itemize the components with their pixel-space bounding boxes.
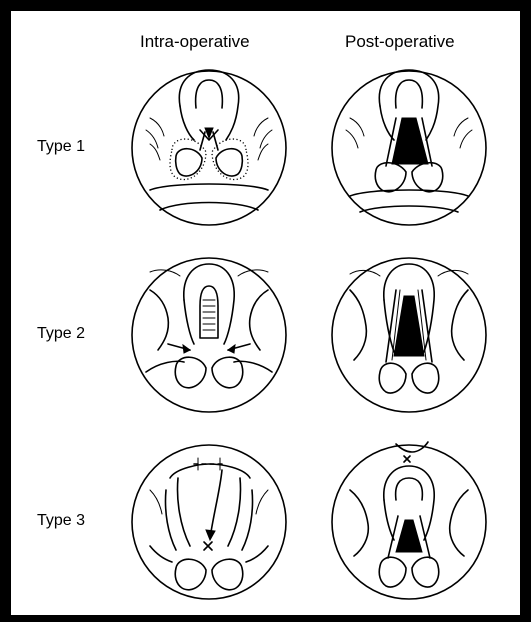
illustration-type1-intra (132, 70, 286, 225)
illustration-type3-post (332, 442, 486, 599)
illustration-type2-intra (132, 258, 286, 412)
illustration-type1-post (332, 70, 486, 225)
illustration-type2-post (332, 258, 486, 412)
illustration-type3-intra (132, 445, 286, 599)
